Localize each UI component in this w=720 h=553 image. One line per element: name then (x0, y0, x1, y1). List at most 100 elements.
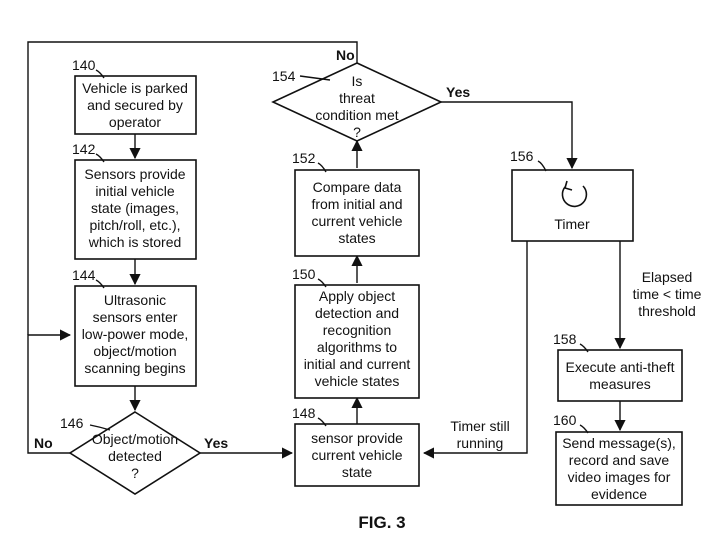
text-line: Object/motion (92, 431, 178, 447)
ref-158: 158 (553, 331, 577, 347)
text-line: Is (352, 73, 363, 89)
text-line: vehicle states (315, 373, 400, 389)
shapes (68, 62, 683, 506)
leader-140 (95, 69, 105, 79)
ref-numbers: 140 142 144 146 148 150 152 154 156 158 … (60, 57, 577, 431)
ref-146: 146 (60, 415, 84, 431)
box-160 (555, 431, 683, 506)
text-line: threshold (638, 303, 696, 319)
text-line: Timer (554, 216, 590, 232)
text-line: current vehicle (311, 213, 402, 229)
leader-146 (89, 424, 111, 431)
ref-154: 154 (272, 68, 296, 84)
leader-148 (317, 417, 327, 427)
leader-152 (317, 162, 327, 173)
text-line: measures (589, 376, 650, 392)
leader-144 (95, 279, 105, 289)
timer-rotate-icon (561, 180, 588, 208)
ref-152: 152 (292, 150, 316, 166)
leader-154 (299, 75, 331, 81)
text-line: record and save (569, 452, 670, 468)
ref-144: 144 (72, 267, 96, 283)
text-line: algorithms to (317, 339, 397, 355)
text-line: sensors enter (93, 309, 178, 325)
leader-150 (317, 278, 327, 288)
leader-156 (537, 160, 547, 172)
box-156-text: Timer (554, 216, 590, 232)
text-line: time < time (633, 286, 702, 302)
text-line: object/motion (93, 343, 176, 359)
ref-142: 142 (72, 141, 96, 157)
text-line: Apply object (319, 288, 395, 304)
text-line: and secured by (87, 97, 183, 113)
text-line: states (338, 230, 375, 246)
label-no-154: No (336, 47, 355, 63)
ref-140: 140 (72, 57, 96, 73)
text-line: current vehicle (311, 447, 402, 463)
box-158 (557, 349, 683, 402)
box-142 (74, 159, 197, 260)
text-line: threat (339, 90, 375, 106)
connectors (27, 41, 626, 459)
text-line: state (342, 464, 373, 480)
text-line: Vehicle is parked (82, 80, 188, 96)
text-line: video images for (568, 469, 671, 485)
text-line: detected (108, 448, 162, 464)
edge-154-no-loop (27, 41, 358, 335)
text-line: Execute anti-theft (566, 359, 675, 375)
ref-leaders (89, 69, 589, 434)
box-150 (294, 284, 420, 399)
text-line: condition met (315, 107, 398, 123)
text-line: Compare data (313, 179, 402, 195)
text-line: low-power mode, (82, 326, 189, 342)
text-line: ? (131, 465, 139, 481)
leader-158 (579, 343, 589, 353)
ref-156: 156 (510, 148, 534, 164)
text-line: initial vehicle (95, 183, 175, 199)
figure-caption: FIG. 3 (358, 513, 405, 532)
diamond-154 (271, 62, 443, 142)
text-line: pitch/roll, etc.), (89, 217, 180, 233)
text-line: from initial and (311, 196, 402, 212)
text-line: Sensors provide (84, 166, 185, 182)
text-line: operator (109, 114, 161, 130)
text-line: ? (353, 124, 361, 140)
text-line: scanning begins (84, 360, 185, 376)
ref-150: 150 (292, 266, 316, 282)
label-no-146: No (34, 435, 53, 451)
label-yes-154: Yes (446, 84, 470, 100)
label-yes-146: Yes (204, 435, 228, 451)
text-line: recognition (323, 322, 392, 338)
text-line: Send message(s), (562, 435, 676, 451)
leader-142 (95, 153, 105, 163)
text-line: which is stored (88, 234, 182, 250)
text-line: Timer still (450, 418, 509, 434)
text-line: Ultrasonic (104, 292, 166, 308)
edge-146-no-loop (27, 329, 72, 454)
ref-148: 148 (292, 405, 316, 421)
edge-154-156 (441, 101, 578, 170)
box-144 (74, 285, 197, 387)
edge-156-148 (422, 241, 528, 459)
leader-160 (579, 424, 589, 434)
diamond-146 (68, 411, 202, 495)
text-line: detection and (315, 305, 399, 321)
ref-160: 160 (553, 412, 577, 428)
box-152 (294, 169, 420, 257)
text-line: running (457, 435, 504, 451)
text-line: state (images, (91, 200, 179, 216)
